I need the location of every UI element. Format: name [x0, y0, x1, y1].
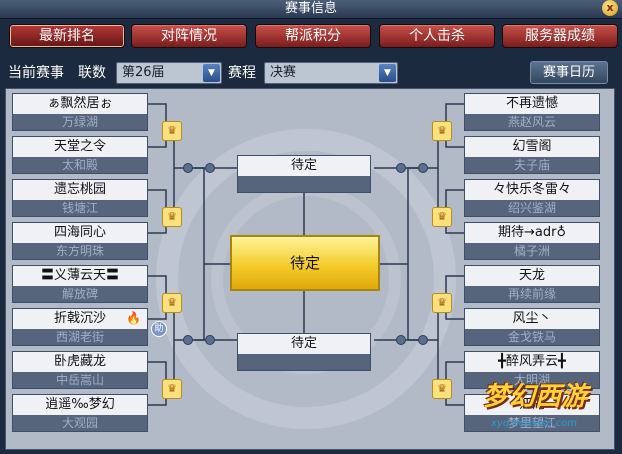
team-server: 太和殿 [61, 158, 98, 172]
bracket-node [183, 163, 193, 173]
team-card[interactable]: 逍遥‰梦幻 大观园 [12, 394, 148, 432]
bracket-node [183, 335, 193, 345]
schedule-button[interactable]: 赛事日历 [530, 61, 608, 84]
stage-label: 赛程 [228, 65, 256, 81]
team-server: 解放碑 [61, 287, 98, 301]
bracket-panel: ♛ ♛ ♛ ♛ ♛ ♛ ♛ ♛ ぁ飘然居ぉ 万绿湖 天堂之令 太和殿 遗忘桃园 … [5, 88, 615, 450]
help-icon[interactable]: 助 [151, 321, 167, 337]
team-name: 天龙 [465, 266, 599, 286]
trophy-icon: ♛ [162, 207, 182, 227]
team-card[interactable]: 不再遗憾 燕赵风云 [464, 93, 600, 131]
team-name: 々快乐冬雷々 [465, 180, 599, 200]
team-card[interactable]: 期待→adr♁ 橘子洲 [464, 222, 600, 260]
tab-guild-points[interactable]: 帮派积分 [255, 24, 371, 48]
team-card[interactable]: 风尘丶 金戈铁马 [464, 308, 600, 346]
trophy-icon: ♛ [162, 293, 182, 313]
current-event-label: 当前赛事 [8, 65, 64, 81]
bracket-node [418, 335, 428, 345]
team-card[interactable]: 天龙 再续前缘 [464, 265, 600, 303]
watermark-url: xyq.netease.com [491, 418, 577, 429]
bracket-node [418, 163, 428, 173]
tab-latest-ranking[interactable]: 最新排名 [9, 24, 125, 48]
team-card[interactable]: 江湖 梦里望江 [464, 394, 600, 432]
trophy-icon: ♛ [432, 379, 452, 399]
team-name: 幻雪阁 [465, 137, 599, 157]
team-card[interactable]: ╋醉风弄云╋ 太明湖 [464, 351, 600, 389]
semifinal-bottom-slot[interactable]: 待定 [237, 333, 371, 371]
trophy-icon: ♛ [432, 121, 452, 141]
window-title: 赛事信息 [284, 1, 337, 16]
bracket-node [396, 335, 406, 345]
team-name: 期待→adr♁ [465, 223, 599, 243]
semifinal-bottom-name: 待定 [238, 334, 370, 354]
team-server: 绍兴鉴湖 [507, 201, 556, 215]
team-server: 再续前缘 [507, 287, 556, 301]
team-server: 梦里望江 [507, 416, 556, 430]
bracket-node [205, 163, 215, 173]
watermark-logo: 梦幻西游 xyq.netease.com [483, 376, 611, 442]
team-name: 卧虎藏龙 [13, 352, 147, 372]
team-server: 燕赵风云 [507, 115, 556, 129]
trophy-icon: ♛ [162, 379, 182, 399]
league-label: 联数 [78, 65, 106, 81]
team-card[interactable]: 卧虎藏龙 中岳嵩山 [12, 351, 148, 389]
close-icon[interactable]: x [602, 0, 618, 16]
team-server: 西湖老街 [55, 330, 104, 344]
team-name: 逍遥‰梦幻 [13, 395, 147, 415]
final-slot[interactable]: 待定 [230, 235, 380, 291]
watermark-logo-text: 梦幻西游 [483, 382, 588, 412]
stage-value: 决赛 [270, 65, 297, 80]
team-server: 橘子洲 [513, 244, 550, 258]
team-card[interactable]: 四海同心 东方明珠 [12, 222, 148, 260]
bracket-node [396, 163, 406, 173]
team-server: 大观园 [61, 416, 98, 430]
team-card[interactable]: 〓义薄云天〓 解放碑 [12, 265, 148, 303]
team-name: 天堂之令 [13, 137, 147, 157]
team-name: 折戟沉沙 [13, 309, 147, 329]
bracket-node [205, 335, 215, 345]
team-name: 江湖 [465, 395, 599, 415]
team-card[interactable]: 折戟沉沙 西湖老街 🔥 [12, 308, 148, 346]
team-server: 东方明珠 [55, 244, 104, 258]
team-card[interactable]: 幻雪阁 夫子庙 [464, 136, 600, 174]
team-name: ╋醉风弄云╋ [465, 352, 599, 372]
tab-personal-kills[interactable]: 个人击杀 [379, 24, 495, 48]
fire-icon: 🔥 [126, 311, 141, 325]
semifinal-top-name: 待定 [238, 156, 370, 176]
stage-select[interactable]: 决赛 ▼ [264, 62, 398, 84]
team-card[interactable]: ぁ飘然居ぉ 万绿湖 [12, 93, 148, 131]
league-select[interactable]: 第26届 ▼ [116, 62, 222, 84]
trophy-icon: ♛ [162, 121, 182, 141]
league-value: 第26届 [122, 65, 165, 80]
team-name: 遗忘桃园 [13, 180, 147, 200]
team-card[interactable]: 々快乐冬雷々 绍兴鉴湖 [464, 179, 600, 217]
team-server: 钱塘江 [61, 201, 98, 215]
title-bar: 赛事信息 x [0, 0, 622, 19]
team-card[interactable]: 遗忘桃园 钱塘江 [12, 179, 148, 217]
team-name: ぁ飘然居ぉ [13, 94, 147, 114]
tab-server-results[interactable]: 服务器成绩 [502, 24, 618, 48]
semifinal-top-slot[interactable]: 待定 [237, 155, 371, 193]
team-card[interactable]: 天堂之令 太和殿 [12, 136, 148, 174]
trophy-icon: ♛ [432, 207, 452, 227]
tab-matchups[interactable]: 对阵情况 [131, 24, 247, 48]
team-server: 万绿湖 [61, 115, 98, 129]
team-server: 夫子庙 [513, 158, 550, 172]
bracket-lines [148, 103, 464, 406]
team-server: 金戈铁马 [507, 330, 556, 344]
team-name: 风尘丶 [465, 309, 599, 329]
team-name: 四海同心 [13, 223, 147, 243]
team-name: 不再遗憾 [465, 94, 599, 114]
team-server: 中岳嵩山 [55, 373, 104, 387]
chevron-down-icon[interactable]: ▼ [203, 64, 220, 82]
team-name: 〓义薄云天〓 [13, 266, 147, 286]
chevron-down-icon[interactable]: ▼ [379, 64, 396, 82]
team-server: 太明湖 [513, 373, 550, 387]
trophy-icon: ♛ [432, 293, 452, 313]
